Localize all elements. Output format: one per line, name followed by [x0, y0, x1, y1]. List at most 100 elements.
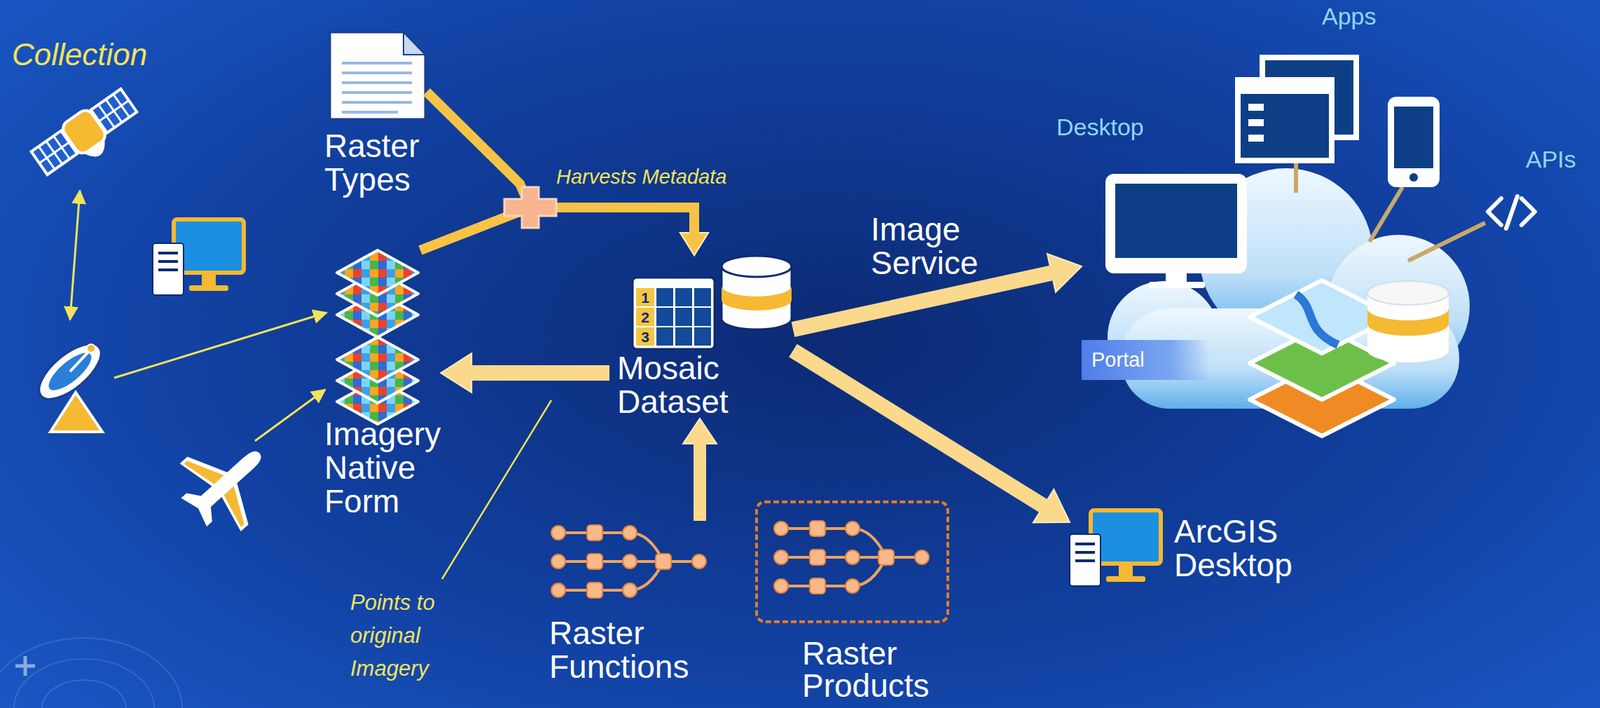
database-icon: [1367, 280, 1449, 363]
flow-arrow: [470, 364, 610, 381]
flow-arrow: [683, 418, 717, 444]
raster-function-icon: [809, 520, 826, 536]
monitor-icon: [1105, 173, 1247, 288]
apps-icon: [1248, 134, 1264, 142]
cloud-region: Portal: [1081, 189, 1460, 440]
note-label: Harvests Metadata: [556, 165, 727, 189]
dish-icon: [70, 350, 90, 372]
plane-icon: [163, 418, 291, 546]
edge-label: Image Service: [870, 212, 978, 280]
node-label: ArcGIS Desktop: [1174, 514, 1293, 582]
phone-icon: [1387, 96, 1440, 188]
flow-arrow: [680, 232, 709, 255]
mosaic-table-icon: [694, 307, 712, 326]
portal-tab: Portal: [1081, 339, 1210, 380]
leader-line: [442, 400, 552, 579]
layer-stack-icon: [1295, 294, 1339, 345]
raster-function-icon: [692, 554, 707, 569]
imagery-stack-icon: [336, 250, 419, 424]
merge-plus-symbol: [504, 187, 557, 228]
satellite-icon: [85, 140, 110, 161]
dish-icon: [86, 343, 96, 353]
node-label: Raster Functions: [549, 615, 689, 684]
computer-icon: [152, 219, 1161, 586]
computer-icon: [1118, 565, 1133, 577]
flow-arrow: [683, 418, 717, 521]
mosaic-table-icon: [675, 327, 693, 346]
flow-arrow: [792, 272, 1053, 330]
dish-icon: [30, 334, 110, 432]
connector-lines: [1408, 222, 1486, 261]
raster-function-icon: [587, 553, 603, 569]
computer-icon: [158, 252, 178, 270]
raster-function-icon: [622, 554, 637, 569]
mosaic-table-icon: [636, 327, 655, 346]
raster-function-icon: [774, 549, 789, 564]
phone-icon: [1387, 96, 1440, 188]
monitor-icon: [1105, 173, 1247, 274]
plane-icon: [163, 418, 291, 546]
computer-icon: [189, 285, 229, 291]
mosaic-table-icon: [694, 287, 712, 307]
raster-function-icon: [622, 582, 637, 597]
raster-function-icon: [845, 549, 860, 564]
mosaic-table-icon: [694, 327, 712, 346]
plane-icon: [184, 449, 258, 528]
raster-function-icon: [551, 582, 566, 597]
flow-arrow: [792, 350, 1070, 523]
product-box: Raster Products: [755, 500, 950, 623]
raster-function-icon: [845, 578, 860, 593]
icon-node: Raster Functions: [549, 520, 710, 684]
raster-function-icon: [878, 549, 894, 565]
computer-icon: [152, 243, 184, 295]
raster-function-icon: [587, 582, 603, 598]
link-line: [114, 312, 327, 378]
mosaic-table-icon: [632, 277, 715, 349]
database-icon: [721, 285, 792, 311]
api-icon: [1506, 196, 1518, 229]
note-label: Collection: [11, 36, 148, 73]
raster-function-icon: [845, 521, 860, 536]
callout-number: 1: [636, 289, 655, 307]
connector-lines: [1369, 187, 1403, 242]
flow-arrow: [693, 442, 707, 521]
link-line: [254, 389, 326, 441]
monitor-icon: [1148, 281, 1205, 288]
apps-icon: [1248, 103, 1264, 111]
mosaic-table-icon: [656, 327, 674, 346]
connector-lines: [1293, 163, 1299, 193]
apps-icon: [1248, 119, 1264, 127]
imagery-stack-icon: [336, 250, 419, 295]
raster-function-icon: [655, 553, 672, 569]
raster-function-icon: [774, 521, 789, 536]
api-icon: [1487, 196, 1535, 229]
api-icon: [1521, 198, 1535, 225]
mosaic-table-icon: [636, 287, 655, 307]
computer-icon: [1069, 533, 1101, 586]
node-label: Mosaic Dataset: [617, 350, 729, 419]
note-label: APIs: [1525, 145, 1577, 174]
flow-arrow: [426, 91, 695, 234]
raster-function-icon: [622, 525, 637, 540]
flow-arrow: [680, 232, 709, 255]
mosaic-table-icon: [656, 307, 674, 326]
mosaic-table-icon: [675, 287, 693, 307]
node-label: Imagery Native Form: [324, 416, 441, 518]
api-icon: [1487, 198, 1502, 225]
callout-number: 2: [636, 308, 655, 326]
imagery-stack-icon: [336, 336, 419, 382]
icon-node: Mosaic Dataset: [609, 254, 793, 419]
topo-decoration: [15, 655, 36, 676]
callout-number: 3: [636, 328, 655, 346]
note-label: Desktop: [1056, 113, 1144, 141]
computer-icon: [1106, 575, 1146, 582]
mosaic-table-icon: [675, 307, 693, 326]
link-line: [70, 190, 80, 320]
icon-node: Imagery Native Form: [324, 250, 441, 518]
database-icon: [721, 255, 792, 330]
mosaic-table-icon: [636, 307, 655, 326]
monitor-icon: [1115, 183, 1238, 258]
raster-function-icon: [551, 554, 566, 569]
mosaic-table-icon: [632, 277, 715, 349]
flow-arrow: [440, 353, 610, 393]
